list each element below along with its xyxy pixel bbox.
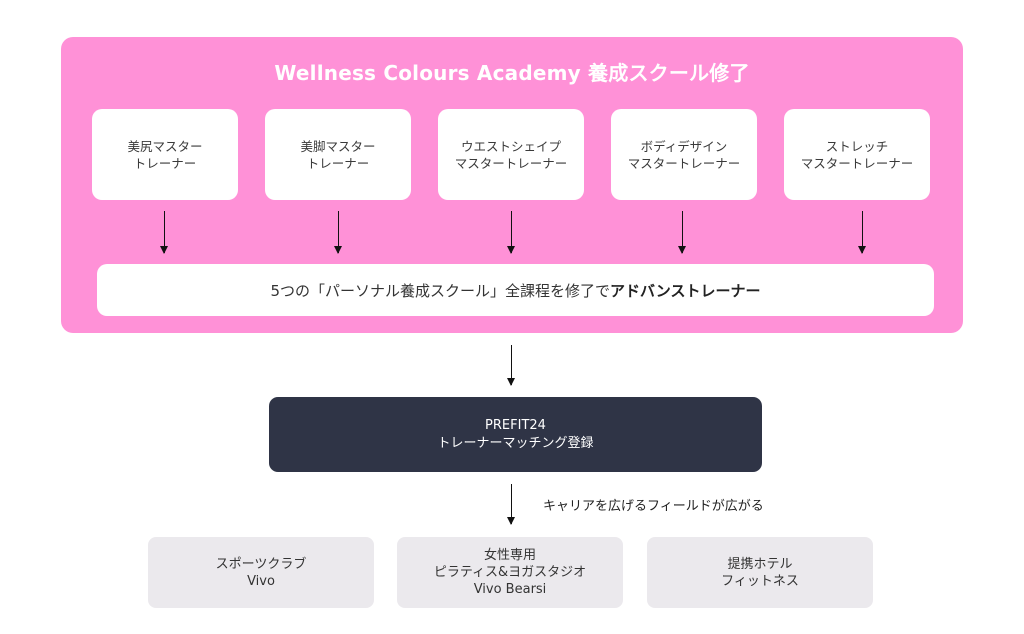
registration-line2: トレーナーマッチング登録 [437,435,594,451]
arrow-down-icon [160,211,168,254]
arrow-down-icon [858,211,866,254]
course-line2: マスタートレーナー [454,155,568,171]
completion-text: 5つの「パーソナル養成スクール」全課程を修了で [270,281,611,300]
completion-bar: 5つの「パーソナル養成スクール」全課程を修了でアドバンストレーナー [97,264,934,316]
course-line1: ウエストシェイプ [460,138,561,154]
registration-line1: PREFIT24 [485,417,546,433]
course-card-leg: 美脚マスター トレーナー [265,109,411,200]
course-line1: ボディデザイン [640,138,728,154]
arrow-down-icon [334,211,342,254]
arrow-down-icon [507,484,515,525]
course-line2: トレーナー [306,155,370,171]
destination-line: フィットネス [721,573,799,589]
course-line2: マスタートレーナー [627,155,741,171]
course-line1: ストレッチ [825,138,889,154]
course-card-hip: 美尻マスター トレーナー [92,109,238,200]
course-card-waist: ウエストシェイプ マスタートレーナー [438,109,584,200]
course-line2: トレーナー [133,155,197,171]
course-line1: 美脚マスター [300,138,376,154]
destination-line: スポーツクラブ [215,556,307,572]
career-note: キャリアを広げるフィールドが広がる [543,499,764,514]
completion-emphasis: アドバンストレーナー [610,281,761,300]
destination-line: Vivo [247,573,275,589]
academy-panel: Wellness Colours Academy 養成スクール修了 美尻マスター… [61,37,963,333]
destination-line: 提携ホテル [727,556,793,572]
destination-line: 女性専用 [483,548,536,563]
academy-title: Wellness Colours Academy 養成スクール修了 [274,61,750,85]
course-card-body-design: ボディデザイン マスタートレーナー [611,109,757,200]
destination-pilates-studio: 女性専用 ピラティス&ヨガスタジオ Vivo Bearsi [397,537,623,608]
destination-line: Vivo Bearsi [473,582,547,597]
course-line2: マスタートレーナー [800,155,914,171]
course-card-stretch: ストレッチ マスタートレーナー [784,109,930,200]
arrow-down-icon [678,211,686,254]
registration-box: PREFIT24 トレーナーマッチング登録 [269,397,762,472]
arrow-down-icon [507,211,515,254]
destination-sports-club: スポーツクラブ Vivo [148,537,374,608]
destination-hotel-fitness: 提携ホテル フィットネス [647,537,873,608]
arrow-down-icon [507,345,515,386]
destination-line: ピラティス&ヨガスタジオ [433,565,587,580]
course-line1: 美尻マスター [127,138,203,154]
